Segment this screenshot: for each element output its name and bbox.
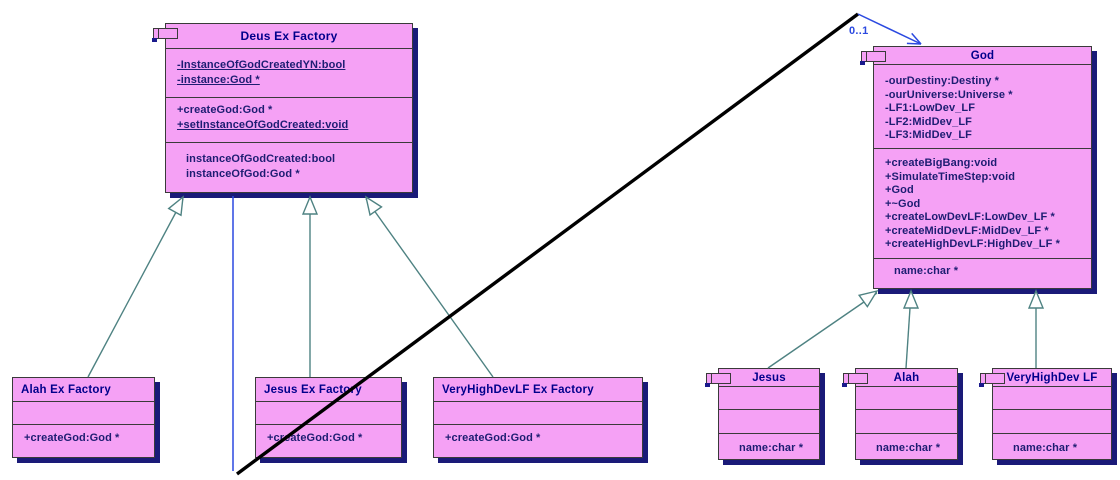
methods-compartment — [856, 409, 957, 433]
member-row: name:char * — [894, 265, 959, 277]
attributes-compartment — [434, 401, 642, 424]
inheritance-line-veryhighdevlf-ex-factory[interactable] — [365, 198, 494, 378]
member-row: +createGod:God * — [445, 432, 541, 444]
class-title-jesus-ex-factory: Jesus Ex Factory — [264, 383, 362, 396]
methods-compartment: +createGod:God * — [256, 424, 401, 459]
class-box-alah-ex-factory[interactable]: Alah Ex Factory +createGod:God * — [12, 377, 155, 458]
class-title-deus-ex-factory: Deus Ex Factory — [240, 29, 338, 43]
attributes-compartment — [993, 386, 1111, 409]
inheritance-line-jesus[interactable] — [767, 292, 878, 369]
member-row: +createBigBang:void — [885, 157, 998, 169]
member-row: +setInstanceOfGodCreated:void — [177, 119, 349, 131]
member-row: -instance:God * — [177, 74, 260, 86]
class-box-veryhighdev-lf[interactable]: VeryHighDev LF name:char * — [979, 368, 1112, 461]
member-row: +createGod:God * — [267, 432, 363, 444]
class-title-jesus: Jesus — [752, 371, 786, 384]
class-title-veryhighdev-lf: VeryHighDev LF — [1006, 371, 1098, 384]
member-row: +createHighDevLF:HighDev_LF * — [885, 238, 1060, 250]
class-title-veryhighdevlf-ex-factory: VeryHighDevLF Ex Factory — [442, 383, 594, 396]
inheritance-line-alah-ex-factory[interactable] — [87, 198, 184, 378]
class-icon — [979, 373, 1005, 387]
member-row: name:char * — [876, 442, 941, 454]
generalization-arrowhead — [167, 195, 184, 217]
methods-compartment — [719, 409, 819, 433]
member-row: -ourUniverse:Universe * — [885, 88, 1013, 101]
attributes-compartment — [719, 386, 819, 409]
class-icon — [705, 373, 731, 387]
member-row: +createMidDevLF:MidDev_LF * — [885, 224, 1049, 237]
class-title-alah: Alah — [893, 371, 920, 384]
class-box-god[interactable]: God -ourDestiny:Destiny *-ourUniverse:Un… — [860, 46, 1092, 290]
methods-compartment: +createGod:God * — [434, 424, 642, 459]
class-title-alah-ex-factory: Alah Ex Factory — [21, 383, 111, 396]
member-row: name:char * — [1013, 442, 1078, 454]
methods-compartment: +createGod:God * +setInstanceOfGodCreated… — [166, 97, 412, 142]
member-row: +createGod:God * — [24, 432, 120, 444]
methods-compartment — [993, 409, 1111, 433]
class-box-deus-ex-factory[interactable]: Deus Ex Factory -InstanceOfGodCreatedYN:… — [152, 23, 413, 194]
member-row: -LF1:LowDev_LF — [885, 102, 976, 114]
methods-compartment: +createGod:God * — [13, 424, 154, 459]
attributes-compartment — [856, 386, 957, 409]
multiplicity-label: 0..1 — [849, 25, 869, 37]
association-open-arrowhead — [906, 32, 922, 45]
class-title-god: God — [970, 49, 995, 62]
info-compartment: name:char * — [874, 258, 1091, 290]
methods-compartment: +createBigBang:void+SimulateTimeStep:voi… — [874, 148, 1091, 258]
attributes-compartment: -InstanceOfGodCreatedYN:bool -instance:Go… — [166, 48, 412, 97]
generalization-arrowhead — [902, 289, 920, 309]
info-compartment: name:char * — [719, 433, 819, 461]
class-box-jesus[interactable]: Jesus name:char * — [705, 368, 820, 461]
info-compartment: instanceOfGodCreated:bool instanceOfGod:G… — [166, 142, 412, 194]
member-row: +~God — [885, 197, 921, 210]
class-icon — [860, 51, 886, 65]
member-row: -InstanceOfGodCreatedYN:bool — [177, 59, 346, 71]
inheritance-line-alah[interactable] — [905, 292, 912, 369]
attributes-compartment — [13, 401, 154, 424]
member-row: +createGod:God * — [177, 104, 273, 116]
class-box-veryhighdevlf-ex-factory[interactable]: VeryHighDevLF Ex Factory +createGod:God … — [433, 377, 643, 458]
class-box-alah[interactable]: Alah name:char * — [842, 368, 958, 461]
member-row: +createLowDevLF:LowDev_LF * — [885, 211, 1055, 223]
class-icon — [152, 28, 178, 42]
member-row: +SimulateTimeStep:void — [885, 170, 1016, 183]
attributes-compartment — [256, 401, 401, 424]
info-compartment: name:char * — [993, 433, 1111, 461]
class-box-jesus-ex-factory[interactable]: Jesus Ex Factory +createGod:God * — [255, 377, 402, 458]
member-row: name:char * — [739, 442, 804, 454]
generalization-arrowhead — [301, 195, 319, 215]
member-row: instanceOfGod:God * — [186, 168, 300, 180]
member-row: -LF2:MidDev_LF — [885, 115, 972, 128]
generalization-arrowhead — [364, 195, 383, 217]
class-icon — [842, 373, 868, 387]
info-compartment: name:char * — [856, 433, 957, 461]
generalization-arrowhead — [1027, 289, 1045, 309]
member-row: -LF3:MidDev_LF — [885, 129, 972, 141]
member-row: instanceOfGodCreated:bool — [186, 153, 336, 165]
member-row: +God — [885, 184, 914, 196]
member-row: -ourDestiny:Destiny * — [885, 75, 999, 87]
attributes-compartment: -ourDestiny:Destiny *-ourUniverse:Univer… — [874, 64, 1091, 148]
